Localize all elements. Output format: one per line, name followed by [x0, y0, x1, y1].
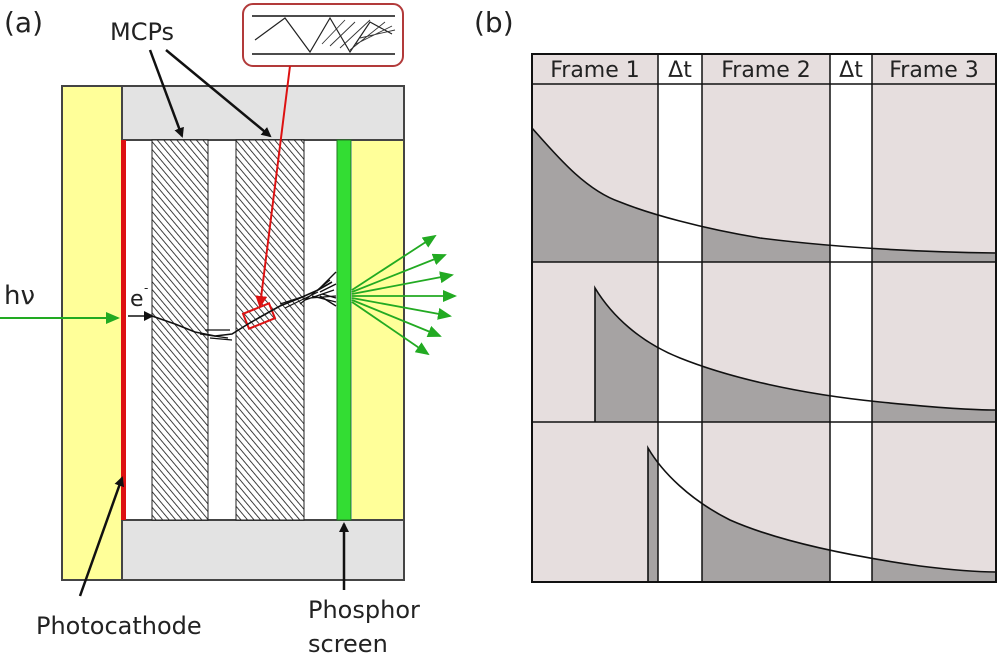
callout-pointer [255, 65, 291, 308]
decay-curve-2 [594, 285, 996, 422]
decay-row-2 [594, 262, 996, 422]
cascade-exit [317, 271, 337, 307]
photon-label: hν [4, 281, 35, 311]
header-frame-3: Frame 3 [889, 58, 979, 83]
ray-3 [351, 271, 454, 295]
photocathode [121, 140, 126, 520]
zoom-cascade-spread [321, 19, 396, 51]
electron-cascade [151, 281, 333, 337]
frame2-column [702, 54, 830, 582]
mcps-label: MCPs [110, 18, 174, 46]
decay-curve-3 [647, 445, 996, 582]
decay-row-1 [532, 84, 996, 262]
emitted-light-rays [351, 234, 457, 356]
panel-b-label: (b) [474, 6, 514, 39]
mcp-plate-2 [235, 139, 305, 521]
header-gap-1: Δt [668, 58, 692, 83]
gap-mask-2b [830, 262, 872, 422]
grid-border [531, 53, 997, 583]
panel-b: (b) [474, 6, 997, 583]
ray-2 [351, 253, 447, 293]
photocathode-label: Photocathode [36, 612, 202, 640]
phosphor-label-line2: screen [308, 630, 388, 658]
ray-6 [351, 299, 442, 338]
panel-a: (a) MCPs hν e - [0, 3, 457, 658]
top-plate [121, 85, 405, 141]
decay-fill-1 [532, 128, 996, 262]
phosphor-label-line1: Phosphor [308, 596, 420, 624]
ray-1 [351, 234, 437, 291]
frame3-column [872, 54, 996, 582]
header-gap-2: Δt [839, 58, 863, 83]
electron-charge: - [144, 281, 148, 295]
panel-a-label: (a) [4, 6, 43, 39]
ray-5 [351, 297, 452, 320]
header-frame-2: Frame 2 [721, 58, 811, 83]
mcp-arrow-2 [165, 49, 272, 138]
mcp-plate-1 [151, 139, 209, 521]
photocathode-pointer [78, 476, 125, 597]
zoom-callout [242, 3, 404, 67]
decay-fill-3 [648, 448, 996, 582]
electron-label: e [130, 287, 144, 312]
gap-mask-1b [830, 84, 872, 262]
frame-grid [531, 53, 997, 583]
phosphor-screen [336, 139, 352, 521]
decay-row-3 [647, 422, 996, 582]
gap-mask-3b [830, 422, 872, 582]
zoom-cascade-path [254, 16, 393, 54]
ray-7 [351, 301, 430, 356]
gap-mask-1a [658, 84, 702, 262]
bottom-plate [121, 519, 405, 581]
mcp-arrow-1 [148, 49, 184, 138]
decay-curve-1 [532, 127, 996, 254]
header-frame-1: Frame 1 [550, 58, 640, 83]
gap-mask-3a [658, 422, 702, 582]
gap-mask-2a [658, 262, 702, 422]
